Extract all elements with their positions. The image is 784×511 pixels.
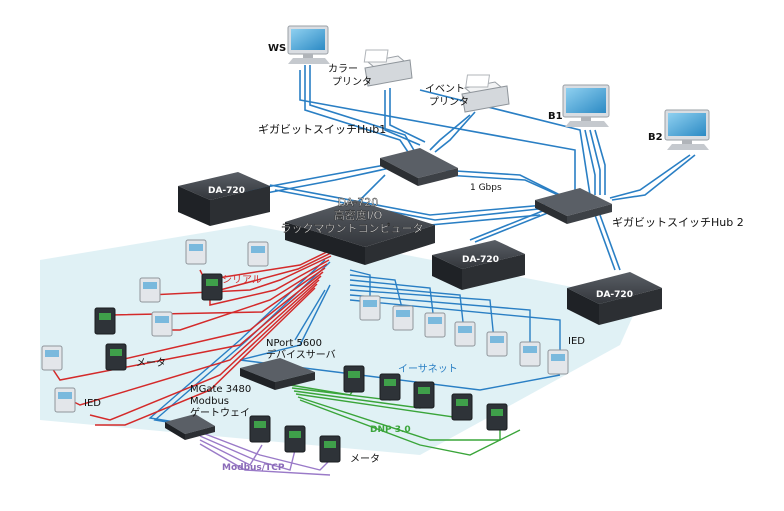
label-hub2: ギガビットスイッチHub 2 [612,216,744,229]
color-printer-icon [363,49,413,87]
meter-icon [486,403,508,431]
ied-icon [151,311,173,337]
ied-icon [454,321,476,347]
ied-icon [185,239,207,265]
label-da720-left: DA-720 [208,186,245,196]
ied-icon [247,241,269,267]
label-mgate-1: MGate 3480 [190,384,251,395]
floor-area [40,225,640,455]
label-modbus-tcp: Modbus/TCP [222,463,285,473]
nport-gateway-icon [240,358,315,390]
workstation-b2-icon [664,109,710,150]
label-rack-2: 高密度I/O [334,208,383,222]
hub2-switch-icon [535,188,612,224]
meter-icon [94,307,116,335]
da720-middle-server-icon [432,240,525,290]
label-b1: B1 [548,111,563,122]
hub1-switch-icon [380,148,458,186]
label-meter-1: メータ [136,357,166,369]
label-da720-middle: DA-720 [462,255,499,265]
ied-icon [54,387,76,413]
label-rack-3: ラックマウントコンピュータ [281,222,424,235]
label-ied-right: IED [568,336,585,347]
label-ethernet: イーサネット [398,363,458,375]
label-color-printer-1: カラー [328,63,358,75]
ied-icon [519,341,541,367]
label-mgate-3: ゲートウェイ [190,407,250,419]
meter-icon [249,415,271,443]
meter-icon [413,381,435,409]
meter-icon [343,365,365,393]
label-event-printer-1: イベント [425,83,465,95]
meter-icon [105,343,127,371]
label-dnp: DNP 3.0 [370,425,411,435]
label-ws: WS [268,43,286,54]
meter-icon [379,373,401,401]
meter-screens [99,279,503,448]
label-da720-right: DA-720 [596,290,633,300]
ied-screens [45,244,565,399]
label-gbps: 1 Gbps [470,183,502,193]
da720-left-server-icon [178,172,270,226]
mgate-gateway-icon [165,414,215,440]
workstation-b1-icon [562,84,610,127]
label-color-printer-2: プリンタ [332,76,372,88]
label-nport-2: デバイスサーバ [266,348,336,361]
ied-icon [41,345,63,371]
modbus-links [199,431,331,476]
label-ied-left: IED [84,398,101,409]
label-nport-1: NPort 5600 [266,338,322,349]
meter-icon [201,273,223,301]
ied-icon [359,295,381,321]
meter-icon [319,435,341,463]
ied-icon [139,277,161,303]
ied-icon [547,349,569,375]
label-b2: B2 [648,132,663,143]
ied-icon [486,331,508,357]
rack-computer-icon [285,200,435,265]
da720-right-server-icon [567,272,662,325]
meter-devices [94,273,508,463]
label-rack-1: DA-720 [338,196,379,209]
workstation-ws-icon [287,25,330,64]
label-hub1: ギガビットスイッチHub1 [258,123,386,136]
label-mgate-2: Modbus [190,396,229,407]
label-meter-2: メータ [350,453,380,465]
event-printer-icon [461,74,510,113]
label-event-printer-2: プリンタ [429,96,469,108]
label-serial: シリアル [222,275,262,286]
ied-icon [424,312,446,338]
meter-icon [284,425,306,453]
ied-icon [392,305,414,331]
meter-icon [451,393,473,421]
